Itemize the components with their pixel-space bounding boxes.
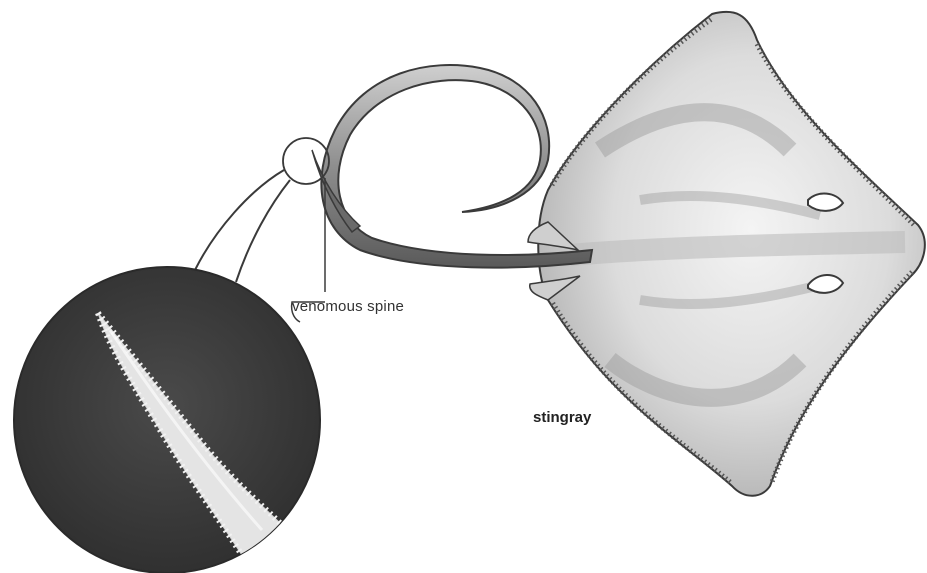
venomous-spine-label: venomous spine	[292, 298, 404, 315]
callout-connector-lines	[195, 170, 290, 282]
magnified-spine-inset	[14, 267, 320, 573]
spine-callout-circle	[283, 138, 329, 184]
stingray-label: stingray	[533, 409, 591, 426]
